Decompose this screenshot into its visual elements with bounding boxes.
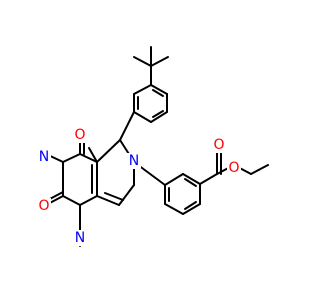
bond	[150, 56, 169, 67]
atom-label-oxygen: O	[38, 198, 49, 214]
bond	[133, 111, 152, 123]
bond	[184, 201, 197, 210]
bond	[133, 84, 152, 95]
bond	[62, 153, 81, 163]
atom-labels: N N N O O O O	[37, 127, 241, 246]
bond	[96, 139, 121, 163]
bond	[150, 84, 168, 95]
bond	[164, 203, 184, 215]
bond	[118, 184, 135, 206]
tert-butyl-group	[133, 46, 169, 86]
bond	[182, 173, 201, 185]
bond	[88, 147, 98, 163]
atom-label-nitrogen: N	[39, 149, 49, 165]
bond	[250, 164, 269, 175]
bond	[150, 111, 168, 123]
bond	[184, 178, 197, 187]
molecule-structure-diagram: N N N O O O O	[37, 46, 269, 247]
atom-label-oxygen: O	[228, 160, 239, 176]
pyrrole-ring	[96, 139, 135, 206]
atom-label-oxygen: O	[74, 127, 85, 143]
bond	[199, 173, 218, 185]
bond	[152, 110, 164, 118]
bond	[79, 153, 98, 163]
structure-canvas: N N N O O O O	[37, 46, 269, 247]
bond	[182, 203, 201, 215]
pyrimidinedione-ring	[62, 147, 98, 206]
atom-label-nitrogen: N	[75, 230, 85, 246]
bond	[119, 111, 135, 141]
phenyl-ring-right	[164, 173, 201, 215]
bond	[79, 195, 98, 206]
bond	[62, 195, 81, 206]
bond	[96, 195, 120, 206]
bond	[104, 192, 124, 201]
bond	[164, 173, 184, 186]
phenyl-ring-top	[133, 84, 168, 123]
bond	[133, 56, 152, 67]
bond	[152, 89, 164, 97]
atom-label-nitrogen: N	[129, 153, 139, 169]
atom-label-oxygen: O	[213, 137, 224, 153]
